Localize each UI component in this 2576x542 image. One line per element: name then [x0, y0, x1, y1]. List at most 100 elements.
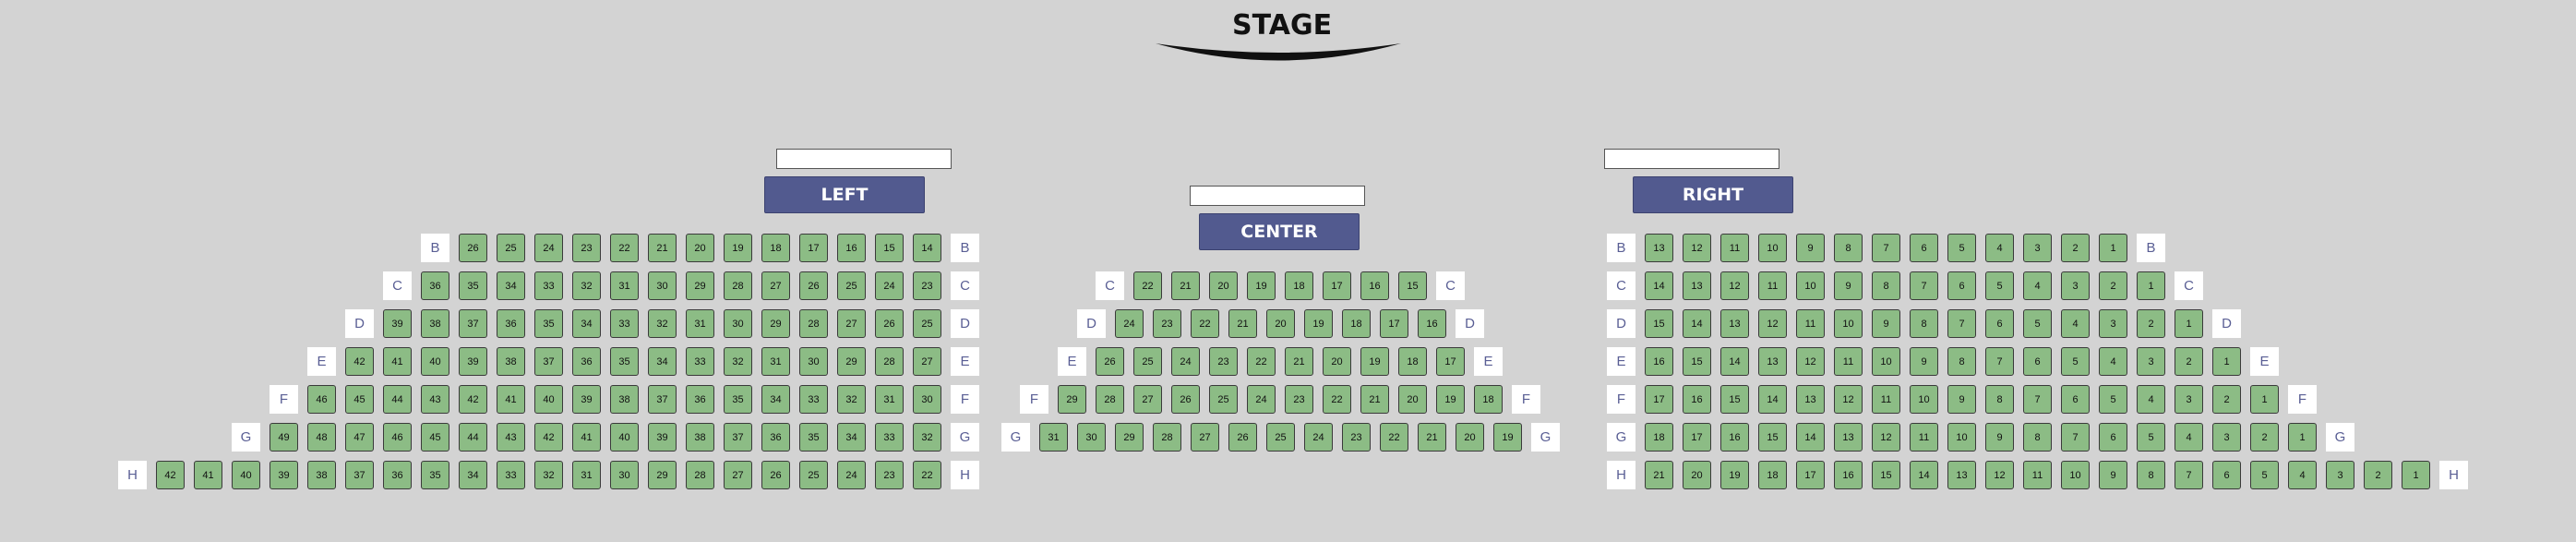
right-seat-f14[interactable]: 14 [1758, 385, 1787, 414]
right-seat-d13[interactable]: 13 [1720, 309, 1749, 338]
right-seat-h14[interactable]: 14 [1910, 461, 1938, 489]
left-seat-b23[interactable]: 23 [572, 234, 601, 262]
left-seat-b19[interactable]: 19 [724, 234, 752, 262]
right-seat-g4[interactable]: 4 [2175, 423, 2203, 452]
left-seat-d35[interactable]: 35 [534, 309, 563, 338]
left-seat-d27[interactable]: 27 [837, 309, 866, 338]
center-seat-d24[interactable]: 24 [1115, 309, 1144, 338]
center-seat-d19[interactable]: 19 [1304, 309, 1333, 338]
right-seat-h9[interactable]: 9 [2099, 461, 2127, 489]
right-seat-c5[interactable]: 5 [1985, 271, 2014, 300]
left-seat-e35[interactable]: 35 [610, 347, 639, 376]
right-seat-c1[interactable]: 1 [2137, 271, 2165, 300]
right-seat-f1[interactable]: 1 [2250, 385, 2279, 414]
right-seat-g14[interactable]: 14 [1796, 423, 1825, 452]
right-seat-g15[interactable]: 15 [1758, 423, 1787, 452]
right-seat-h8[interactable]: 8 [2137, 461, 2165, 489]
left-seat-g49[interactable]: 49 [270, 423, 298, 452]
left-seat-b18[interactable]: 18 [761, 234, 790, 262]
left-seat-g36[interactable]: 36 [761, 423, 790, 452]
right-seat-c7[interactable]: 7 [1910, 271, 1938, 300]
center-seat-g26[interactable]: 26 [1228, 423, 1257, 452]
right-seat-d9[interactable]: 9 [1872, 309, 1900, 338]
left-seat-h35[interactable]: 35 [421, 461, 449, 489]
left-seat-c35[interactable]: 35 [459, 271, 487, 300]
left-seat-g37[interactable]: 37 [724, 423, 752, 452]
right-seat-g9[interactable]: 9 [1985, 423, 2014, 452]
left-seat-h40[interactable]: 40 [232, 461, 260, 489]
right-seat-e8[interactable]: 8 [1947, 347, 1976, 376]
left-seat-f43[interactable]: 43 [421, 385, 449, 414]
left-seat-c27[interactable]: 27 [761, 271, 790, 300]
right-seat-d15[interactable]: 15 [1645, 309, 1673, 338]
left-seat-f41[interactable]: 41 [497, 385, 525, 414]
right-seat-b8[interactable]: 8 [1834, 234, 1863, 262]
right-seat-e9[interactable]: 9 [1910, 347, 1938, 376]
right-seat-e15[interactable]: 15 [1683, 347, 1711, 376]
left-seat-b21[interactable]: 21 [648, 234, 677, 262]
right-seat-g8[interactable]: 8 [2023, 423, 2052, 452]
left-seat-g43[interactable]: 43 [497, 423, 525, 452]
center-seat-g30[interactable]: 30 [1077, 423, 1106, 452]
left-seat-c25[interactable]: 25 [837, 271, 866, 300]
right-seat-f5[interactable]: 5 [2099, 385, 2127, 414]
left-seat-e30[interactable]: 30 [799, 347, 828, 376]
left-seat-b17[interactable]: 17 [799, 234, 828, 262]
left-seat-f40[interactable]: 40 [534, 385, 563, 414]
left-seat-g34[interactable]: 34 [837, 423, 866, 452]
left-seat-g42[interactable]: 42 [534, 423, 563, 452]
right-seat-e6[interactable]: 6 [2023, 347, 2052, 376]
left-seat-c32[interactable]: 32 [572, 271, 601, 300]
right-seat-e7[interactable]: 7 [1985, 347, 2014, 376]
right-seat-b10[interactable]: 10 [1758, 234, 1787, 262]
right-seat-f4[interactable]: 4 [2137, 385, 2165, 414]
left-seat-h22[interactable]: 22 [913, 461, 941, 489]
left-seat-f46[interactable]: 46 [307, 385, 336, 414]
center-seat-e25[interactable]: 25 [1133, 347, 1162, 376]
right-seat-g17[interactable]: 17 [1683, 423, 1711, 452]
right-seat-d3[interactable]: 3 [2099, 309, 2127, 338]
right-seat-c13[interactable]: 13 [1683, 271, 1711, 300]
center-seat-d21[interactable]: 21 [1228, 309, 1257, 338]
center-seat-e17[interactable]: 17 [1436, 347, 1465, 376]
center-seat-f23[interactable]: 23 [1285, 385, 1313, 414]
right-seat-h6[interactable]: 6 [2212, 461, 2241, 489]
left-seat-d30[interactable]: 30 [724, 309, 752, 338]
right-seat-f6[interactable]: 6 [2061, 385, 2090, 414]
left-seat-b22[interactable]: 22 [610, 234, 639, 262]
left-seat-g35[interactable]: 35 [799, 423, 828, 452]
right-seat-g13[interactable]: 13 [1834, 423, 1863, 452]
center-seat-e26[interactable]: 26 [1096, 347, 1124, 376]
left-seat-f31[interactable]: 31 [875, 385, 904, 414]
center-seat-c16[interactable]: 16 [1360, 271, 1389, 300]
center-seat-g27[interactable]: 27 [1191, 423, 1219, 452]
center-seat-f21[interactable]: 21 [1360, 385, 1389, 414]
left-seat-c34[interactable]: 34 [497, 271, 525, 300]
right-seat-g5[interactable]: 5 [2137, 423, 2165, 452]
right-seat-h17[interactable]: 17 [1796, 461, 1825, 489]
right-seat-c10[interactable]: 10 [1796, 271, 1825, 300]
left-seat-d31[interactable]: 31 [686, 309, 714, 338]
center-seat-d22[interactable]: 22 [1191, 309, 1219, 338]
right-seat-e1[interactable]: 1 [2212, 347, 2241, 376]
left-seat-e28[interactable]: 28 [875, 347, 904, 376]
left-seat-h30[interactable]: 30 [610, 461, 639, 489]
center-seat-g23[interactable]: 23 [1342, 423, 1371, 452]
right-seat-b3[interactable]: 3 [2023, 234, 2052, 262]
center-section-input[interactable] [1190, 186, 1365, 206]
right-seat-c12[interactable]: 12 [1720, 271, 1749, 300]
right-seat-b11[interactable]: 11 [1720, 234, 1749, 262]
center-seat-e21[interactable]: 21 [1285, 347, 1313, 376]
left-seat-f39[interactable]: 39 [572, 385, 601, 414]
left-seat-g40[interactable]: 40 [610, 423, 639, 452]
right-seat-h15[interactable]: 15 [1872, 461, 1900, 489]
right-seat-h13[interactable]: 13 [1947, 461, 1976, 489]
left-seat-e41[interactable]: 41 [383, 347, 412, 376]
left-seat-f30[interactable]: 30 [913, 385, 941, 414]
center-seat-g29[interactable]: 29 [1115, 423, 1144, 452]
center-section-button[interactable]: CENTER [1199, 213, 1360, 250]
right-seat-g12[interactable]: 12 [1872, 423, 1900, 452]
left-seat-g48[interactable]: 48 [307, 423, 336, 452]
left-seat-b20[interactable]: 20 [686, 234, 714, 262]
left-seat-f44[interactable]: 44 [383, 385, 412, 414]
